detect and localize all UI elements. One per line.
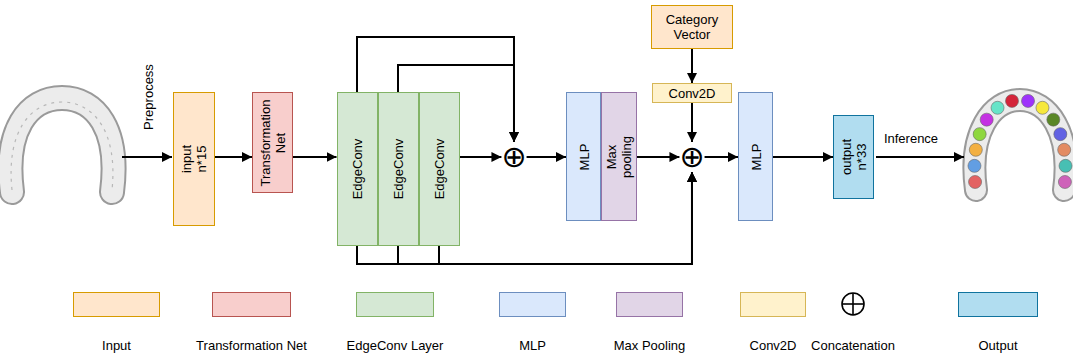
tooth-ball <box>1036 101 1049 114</box>
legend-label: MLP <box>519 338 546 353</box>
node-label: EdgeConv <box>432 99 447 239</box>
conv2d-box: Conv2D <box>652 83 732 103</box>
concat-cross <box>852 293 854 315</box>
step-label: Preprocess <box>141 63 156 131</box>
connector-arrow <box>293 156 337 158</box>
node-label: EdgeConv <box>350 99 365 239</box>
legend-label: Max Pooling <box>614 338 686 353</box>
node-label: MLP <box>748 127 763 187</box>
concat-node: ⊕ <box>679 142 704 172</box>
tooth-ball <box>1054 128 1067 141</box>
node-label: Conv2D <box>669 86 716 101</box>
mlp-box: MLP <box>566 92 601 221</box>
jaw-surface <box>974 100 1065 190</box>
tooth-ball <box>980 113 993 126</box>
preprocess-arrow <box>122 156 172 158</box>
node-label: input n*15 <box>179 137 209 181</box>
node-label: Max pooling <box>604 127 634 187</box>
tooth-ball <box>1058 143 1071 156</box>
tooth-ball <box>1022 94 1035 107</box>
output-box: output n*33 <box>833 115 874 199</box>
maxpool-box: Max pooling <box>601 92 637 221</box>
connector-arrow <box>637 156 679 158</box>
legend-label: Input <box>102 338 131 353</box>
connector-arrow <box>691 103 693 142</box>
legend-swatch <box>356 292 434 317</box>
connector-arrow <box>215 156 252 158</box>
legend-swatch <box>499 292 566 317</box>
transformation-box: Transformation Net <box>252 92 293 193</box>
output-jaw-model <box>968 94 1072 190</box>
tooth-ball <box>1058 175 1071 188</box>
node-label: EdgeConv <box>391 99 406 239</box>
legend-swatch <box>958 292 1038 317</box>
step-label: Inference <box>883 131 939 146</box>
node-label: Category Vector <box>655 12 729 42</box>
category-box: Category Vector <box>651 5 733 49</box>
tooth-ball <box>968 159 981 172</box>
connector-arrow <box>527 156 566 158</box>
connector-arrow <box>773 156 833 158</box>
jaw-surface <box>10 98 113 192</box>
node-label: Transformation Net <box>258 97 288 189</box>
tooth-ball <box>1005 94 1018 107</box>
input-box: input n*15 <box>173 92 215 226</box>
legend-label: Output <box>978 338 1017 353</box>
connector-arrow <box>705 156 738 158</box>
tooth-ball <box>991 101 1004 114</box>
jaw-outline <box>974 100 1065 190</box>
jaw-teeth <box>11 102 113 190</box>
legend-label: Conv2D <box>750 338 797 353</box>
edgeconv-box: EdgeConv <box>337 92 378 246</box>
tooth-ball <box>969 143 982 156</box>
node-label: ⊕ <box>679 142 704 172</box>
tooth-ball <box>969 175 982 188</box>
jaw-outline <box>10 98 113 192</box>
tooth-ball <box>973 128 986 141</box>
concat-node: ⊕ <box>501 142 526 172</box>
legend-label: Transformation Net <box>196 338 307 353</box>
edgeconv-box: EdgeConv <box>419 92 460 246</box>
legend-swatch <box>73 292 160 317</box>
concatenation-symbol <box>842 293 864 315</box>
node-label: MLP <box>576 127 591 187</box>
concat-circle <box>842 293 864 315</box>
inference-arrow <box>876 156 964 158</box>
legend-label: EdgeConv Layer <box>347 338 444 353</box>
input-jaw-model <box>10 98 113 192</box>
edgeconv-box: EdgeConv <box>378 92 419 246</box>
tooth-ball <box>1059 159 1072 172</box>
connector-arrow <box>691 49 693 83</box>
node-label: output n*33 <box>839 132 869 182</box>
mlp-box: MLP <box>738 92 773 221</box>
connector-arrow <box>460 156 502 158</box>
node-label: ⊕ <box>501 142 526 172</box>
legend-label: Concatenation <box>811 338 895 353</box>
legend-swatch <box>740 292 806 317</box>
tooth-ball <box>1047 113 1060 126</box>
legend-swatch <box>616 292 683 317</box>
legend-swatch <box>212 292 291 317</box>
